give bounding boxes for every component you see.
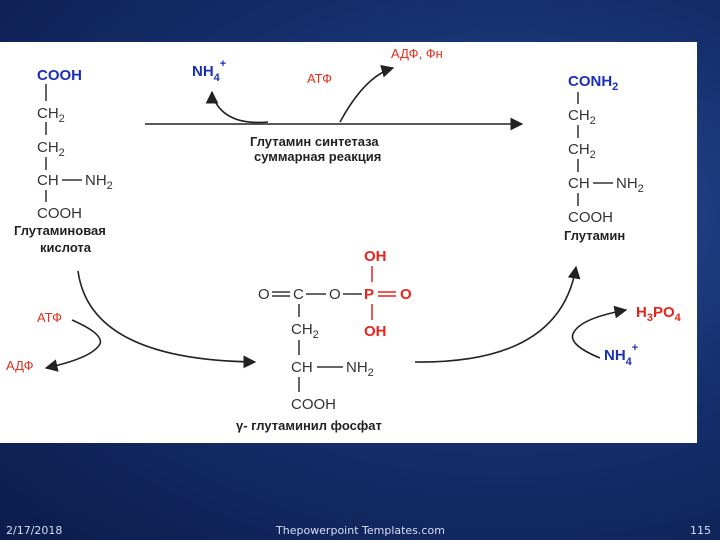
glutamine-cooh: COOH — [568, 209, 613, 226]
nh4-step2-label: NH — [604, 347, 626, 364]
glutamate-ch2-b: CH — [37, 139, 59, 156]
svg-text:NH4+: NH4+ — [604, 342, 638, 368]
reaction-diagram: COOH CH2 CH2 CH NH2 COOH Глутаминовая ки… — [6, 46, 682, 433]
intermediate-o-left: O — [258, 286, 270, 303]
svg-text:CH2: CH2 — [568, 107, 596, 127]
step1-arrow — [77, 270, 257, 369]
intermediate-ch2: CH — [291, 321, 313, 338]
atp-top-label: АТФ — [307, 71, 332, 86]
atp-step1-label: АТФ — [37, 310, 62, 325]
glutamine-name: Глутамин — [564, 228, 625, 243]
phosphate-o-right: O — [400, 286, 412, 303]
footer-date: 2/17/2018 — [6, 524, 63, 537]
phosphate-oh-bottom: OH — [364, 323, 387, 340]
atp-adp-step1-curve — [44, 319, 102, 372]
footer-site: Thepowerpoint Templates.com — [276, 524, 445, 537]
svg-text:CH2: CH2 — [568, 141, 596, 161]
h3po4-label: H — [636, 304, 647, 321]
glutamate-cooh-bottom: COOH — [37, 205, 82, 222]
step1-reaction: АТФ АДФ — [6, 270, 257, 373]
svg-text:NH2: NH2 — [85, 172, 113, 192]
step2-arrow — [414, 265, 581, 363]
glutamic-acid-structure: COOH CH2 CH2 CH NH2 COOH Глутаминовая ки… — [14, 67, 113, 255]
glutamate-name-line1: Глутаминовая — [14, 223, 106, 238]
svg-text:H3PO4: H3PO4 — [636, 304, 682, 324]
glutamate-ch: CH — [37, 172, 59, 189]
intermediate-cooh: COOH — [291, 396, 336, 413]
glutamate-nh2: NH — [85, 172, 107, 189]
phosphate-oh-top: OH — [364, 248, 387, 265]
glutamate-name-line2: кислота — [40, 240, 92, 255]
intermediate-o-mid: O — [329, 286, 341, 303]
intermediate-ch: CH — [291, 359, 313, 376]
svg-text:CH2: CH2 — [291, 321, 319, 341]
enzyme-name-line2: суммарная реакция — [254, 149, 381, 164]
glutamine-ch2-b: CH — [568, 141, 590, 158]
glutamine-structure: CONH2 CH2 CH2 CH NH2 COOH Глутамин — [564, 73, 644, 243]
glutamate-ch2-a: CH — [37, 105, 59, 122]
nh4-entry-curve — [211, 93, 269, 124]
step2-reaction: H3PO4 NH4+ — [414, 265, 682, 368]
svg-text:NH2: NH2 — [616, 175, 644, 195]
intermediate-nh2: NH — [346, 359, 368, 376]
h3po4-exit-curve — [571, 305, 628, 359]
svg-text:CH2: CH2 — [37, 105, 65, 125]
svg-text:NH2: NH2 — [346, 359, 374, 379]
atp-adp-curve — [339, 65, 395, 123]
intermediate-c: C — [293, 286, 304, 303]
glutamyl-phosphate-structure: OH O C O P O OH CH2 CH NH2 COOH γ- глута… — [236, 248, 412, 433]
overall-reaction: NH4+ АТФ АДФ, Фн Глутамин синтетаза сумм… — [145, 46, 524, 164]
svg-text:NH4+: NH4+ — [192, 58, 226, 84]
nh4-top-label: NH — [192, 63, 214, 80]
glutamine-ch: CH — [568, 175, 590, 192]
glutamine-ch2-a: CH — [568, 107, 590, 124]
glutamine-conh2: CONH — [568, 73, 612, 90]
intermediate-name: γ- глутаминил фосфат — [236, 418, 382, 433]
svg-text:CONH2: CONH2 — [568, 73, 618, 93]
footer-page-number: 115 — [690, 524, 711, 537]
reaction-diagram-panel: COOH CH2 CH2 CH NH2 COOH Глутаминовая ки… — [0, 42, 697, 443]
phosphorus: P — [364, 286, 374, 303]
adp-pn-label: АДФ, Фн — [391, 46, 443, 61]
svg-text:CH2: CH2 — [37, 139, 65, 159]
adp-step1-label: АДФ — [6, 358, 34, 373]
glutamine-nh2: NH — [616, 175, 638, 192]
glutamate-cooh-top: COOH — [37, 67, 82, 84]
enzyme-name-line1: Глутамин синтетаза — [250, 134, 379, 149]
